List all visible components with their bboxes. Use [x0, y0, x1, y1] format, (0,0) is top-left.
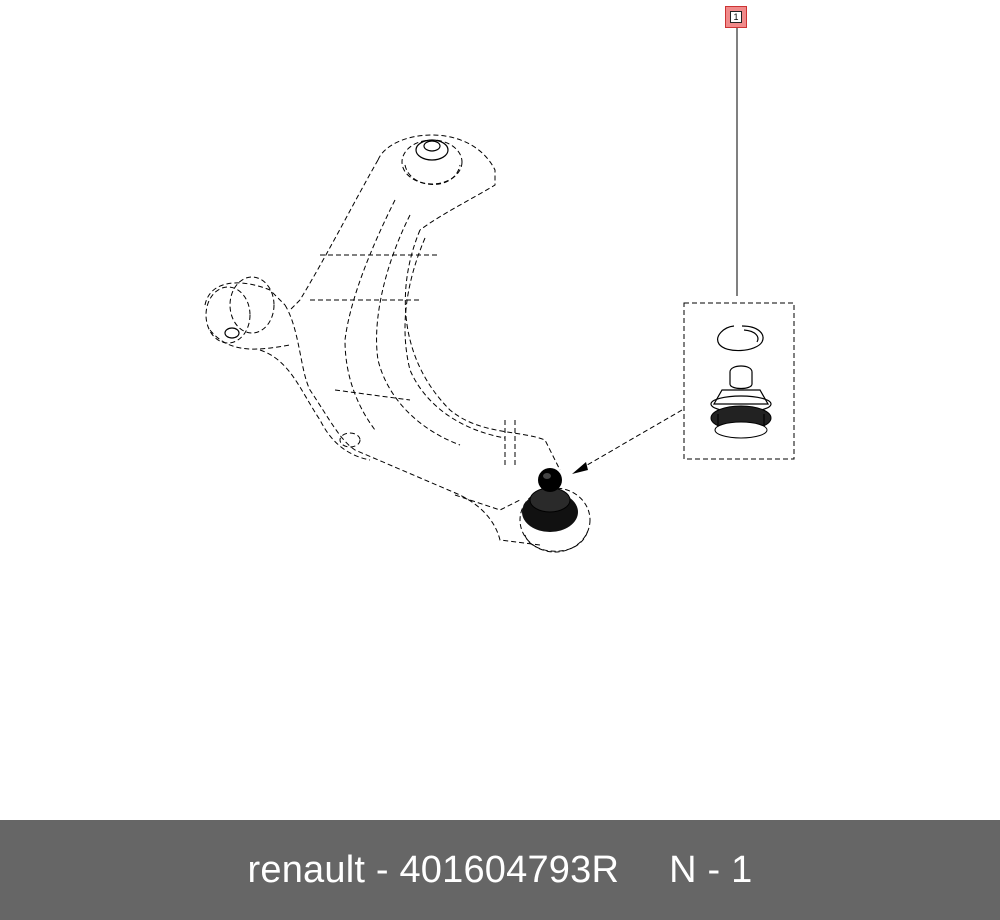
suspension-arm-diagram [204, 28, 795, 553]
footer-separator: - [365, 848, 400, 891]
footer-quantity: N - 1 [669, 848, 753, 891]
callout-number: 1 [730, 11, 742, 23]
leader-lines [572, 28, 738, 474]
callout-badge-1[interactable]: 1 [725, 6, 747, 28]
footer-bar: renault - 401604793R N - 1 [0, 820, 1000, 920]
footer-part-number: 401604793R [399, 848, 620, 891]
footer-brand: renault [247, 848, 366, 891]
control-arm-drawing [204, 134, 591, 553]
ball-joint-kit-detail [683, 302, 795, 460]
